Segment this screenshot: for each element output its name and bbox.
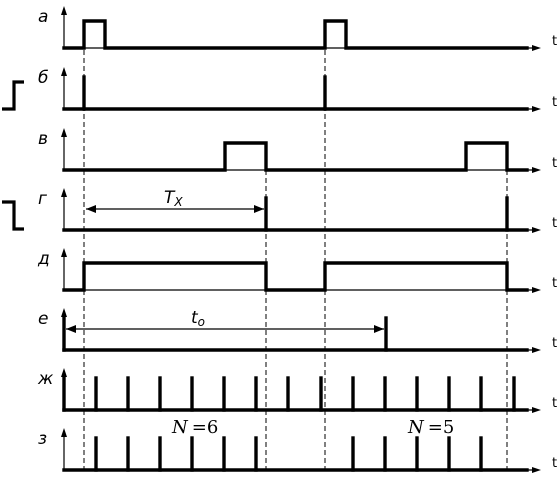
pulse-waveform [62, 261, 529, 292]
row-label: б [38, 68, 48, 88]
guide-lines [83, 50, 508, 470]
time-axis-arrow [532, 45, 541, 51]
y-axis-arrow [61, 248, 67, 257]
y-axis-arrow [61, 128, 67, 137]
row-label: в [38, 129, 48, 149]
count-label-1: N=6 [171, 417, 218, 438]
time-axis-arrow [532, 167, 541, 173]
y-axis-arrow [61, 188, 67, 197]
time-axis-arrow [532, 106, 541, 112]
time-axis-arrow [532, 287, 541, 293]
rising-edge-symbol [2, 80, 24, 111]
pulse-waveform [62, 19, 529, 50]
count-label-2: N=5 [407, 417, 454, 438]
to-annotation: to [66, 308, 384, 333]
row-d: дt [37, 248, 557, 293]
time-axis-arrow [532, 347, 541, 353]
row-e: еt [38, 308, 557, 353]
row-label: з [38, 429, 47, 449]
time-label: t [552, 156, 557, 171]
y-axis-arrow [61, 67, 67, 76]
y-axis-arrow [61, 6, 67, 15]
time-axis-arrow [532, 467, 541, 473]
tx-annotation: TX [86, 188, 264, 213]
row-label: г [38, 189, 47, 209]
y-axis-arrow [61, 428, 67, 437]
row-label: е [38, 309, 48, 329]
row-v: вt [38, 128, 557, 173]
row-label: ж [37, 369, 54, 389]
row-g: гt [38, 188, 557, 233]
row-z: зt [38, 428, 557, 473]
y-axis-arrow [61, 368, 67, 377]
row-zh: жt [37, 368, 557, 413]
time-label: t [552, 456, 557, 471]
falling-edge-symbol [2, 200, 24, 231]
row-a: аt [38, 6, 557, 51]
row-b: бt [38, 67, 557, 112]
time-label: t [552, 336, 557, 351]
time-label: t [552, 216, 557, 231]
time-label: t [552, 276, 557, 291]
time-label: t [552, 34, 557, 49]
time-label: t [552, 396, 557, 411]
pulse-waveform [62, 141, 529, 172]
row-label: д [37, 249, 50, 269]
to-label: to [191, 308, 205, 329]
row-label: а [38, 7, 48, 27]
time-label: t [552, 95, 557, 110]
time-axis-arrow [532, 227, 541, 233]
tx-label: TX [164, 188, 183, 209]
y-axis-arrow [61, 308, 67, 317]
time-axis-arrow [532, 407, 541, 413]
